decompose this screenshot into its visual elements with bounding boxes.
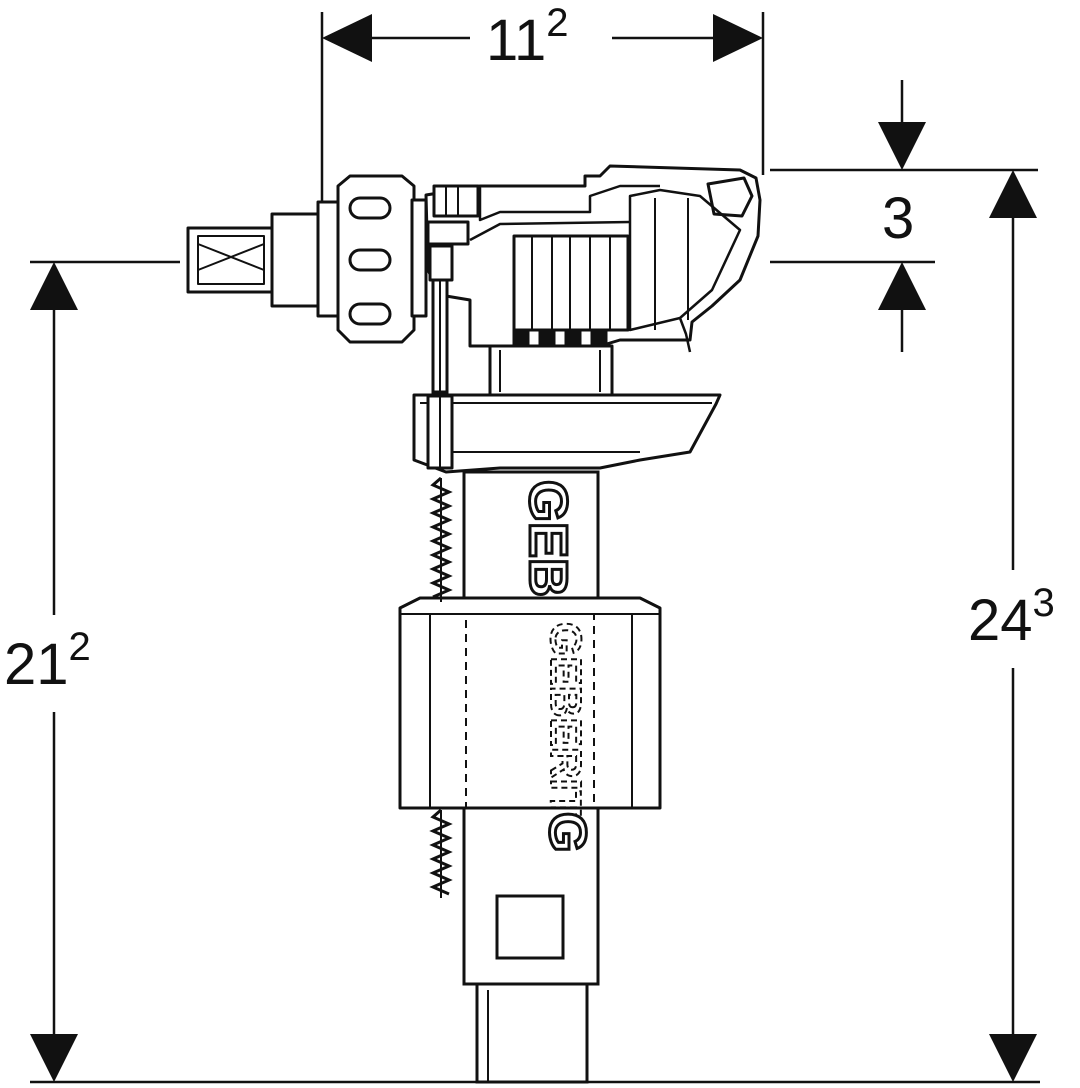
- svg-text:G: G: [538, 812, 596, 852]
- geberit-logo-icon: G: [537, 811, 598, 854]
- dim-width-label: 112: [486, 1, 568, 73]
- vent-cap: [432, 184, 480, 218]
- shaft-upper: [462, 470, 600, 610]
- float-cup: [412, 344, 722, 474]
- cup-bowl: [412, 393, 722, 474]
- float-hidden-shaft: [465, 613, 595, 809]
- dim-right-height-label: 243: [968, 581, 1055, 653]
- inlet-thread-inner: [197, 235, 265, 285]
- arrow-head-icon: [878, 262, 926, 310]
- cup-neck: [488, 344, 614, 397]
- valve-nozzle: [706, 176, 754, 218]
- float: [398, 596, 662, 810]
- rod-clip: [426, 220, 470, 246]
- arrow-head-icon: [322, 14, 372, 62]
- arrow-head-icon: [989, 1034, 1037, 1082]
- nut-slot: [348, 248, 392, 272]
- float-body: [398, 596, 662, 810]
- adjusting-rod: [431, 278, 449, 394]
- svg-text:GEBERIT: GEBERIT: [541, 622, 590, 818]
- arrow-head-icon: [713, 14, 763, 62]
- inlet-flange: [316, 200, 340, 318]
- nut-slot: [348, 196, 392, 220]
- shaft-outlet: [475, 982, 589, 1084]
- main-shaft: [462, 470, 600, 1084]
- dim-left-height-label: 212: [4, 625, 91, 697]
- coil-spring-icon: [429, 476, 453, 898]
- shaft-square-mark: [495, 894, 565, 960]
- geberit-logo-icon: GEBERIT: [540, 621, 591, 819]
- dim-top-gap-label: 3: [882, 186, 914, 251]
- nut-slot: [348, 302, 392, 326]
- arrow-head-icon: [30, 262, 78, 310]
- rod-guide: [428, 244, 454, 282]
- arrow-head-icon: [30, 1034, 78, 1082]
- inlet-thread: [186, 226, 276, 294]
- nut-washer: [410, 198, 428, 318]
- dimension-left-height: [30, 260, 180, 1040]
- valve-head: [186, 164, 762, 353]
- spring-coil: [429, 808, 453, 896]
- arrow-head-icon: [878, 122, 926, 170]
- inlet-collar: [270, 212, 322, 308]
- dimension-top-gap: [770, 80, 1038, 352]
- arrow-head-icon: [989, 170, 1037, 218]
